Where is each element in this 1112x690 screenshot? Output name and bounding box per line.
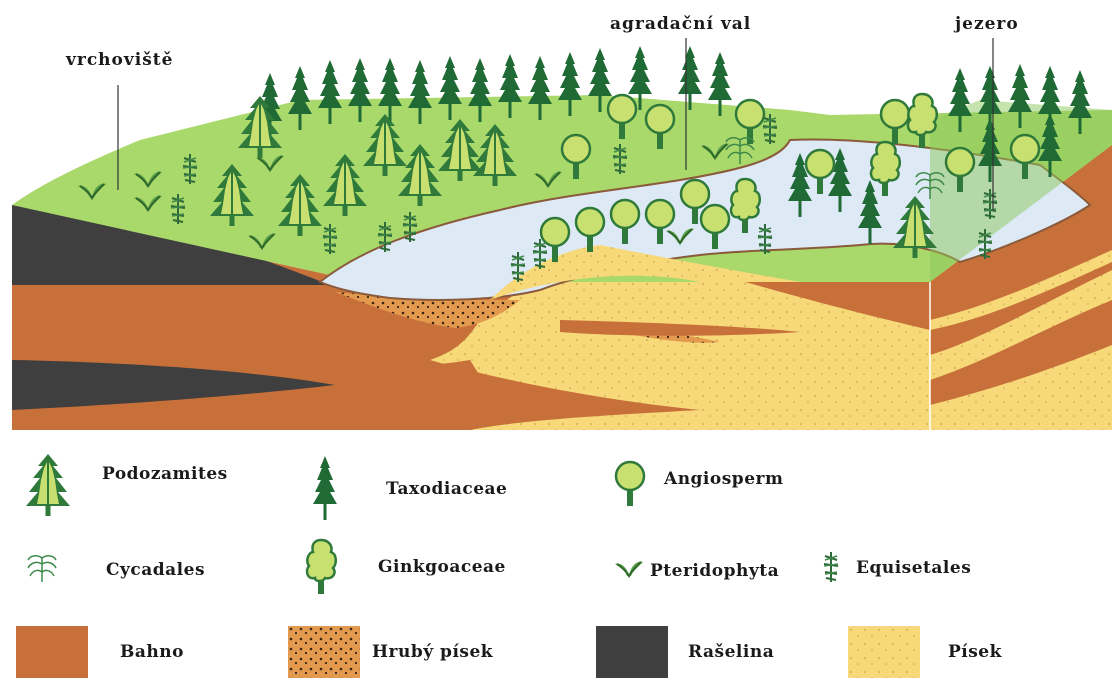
legend-item-taxodiaceae: Taxodiaceae [300, 452, 507, 526]
legend-item-bahno: Bahno [16, 626, 184, 678]
legend-label: Taxodiaceae [386, 479, 507, 499]
peat-swatch [596, 626, 668, 678]
equisetales-icon [816, 548, 846, 588]
legend-item-pisek: Písek [848, 626, 1002, 678]
label-levee: agradační val [610, 14, 751, 34]
coarse-sand-swatch [288, 626, 360, 678]
legend-item-pteridophyta: Pteridophyta [612, 556, 779, 586]
pteridophyta-icon [612, 556, 646, 586]
legend-label: Ginkgoaceae [378, 557, 506, 577]
legend-label: Angiosperm [664, 469, 783, 489]
ginkgoaceae-icon [296, 534, 346, 606]
legend-label: Bahno [120, 642, 184, 662]
legend-item-ginkgoaceae: Ginkgoaceae [296, 534, 506, 606]
legend-item-raselina: Rašelina [596, 626, 774, 678]
legend-label: Rašelina [688, 642, 774, 662]
podozamites-icon [18, 450, 78, 524]
angiosperm-icon [608, 458, 652, 514]
label-lake: jezero [955, 14, 1019, 34]
legend-item-cycadales: Cycadales [22, 548, 205, 592]
sand-swatch [848, 626, 920, 678]
legend-label: Cycadales [106, 560, 205, 580]
legend-item-angiosperm: Angiosperm [608, 458, 783, 514]
legend-label: Equisetales [856, 558, 971, 578]
legend-item-podozamites: Podozamites [18, 450, 228, 524]
legend-item-hruby-pisek: Hrubý písek [288, 626, 493, 678]
mud-swatch [16, 626, 88, 678]
legend-label: Pteridophyta [650, 561, 779, 581]
cycadales-icon [22, 548, 62, 592]
label-raised-bog: vrchoviště [66, 50, 173, 70]
legend-label: Podozamites [102, 464, 228, 484]
taxodiaceae-icon [300, 452, 350, 526]
legend: Podozamites Taxodiaceae Angiosperm Cycad… [0, 430, 1112, 690]
legend-item-equisetales: Equisetales [816, 548, 971, 588]
legend-label: Písek [948, 642, 1002, 662]
legend-label: Hrubý písek [372, 642, 493, 662]
